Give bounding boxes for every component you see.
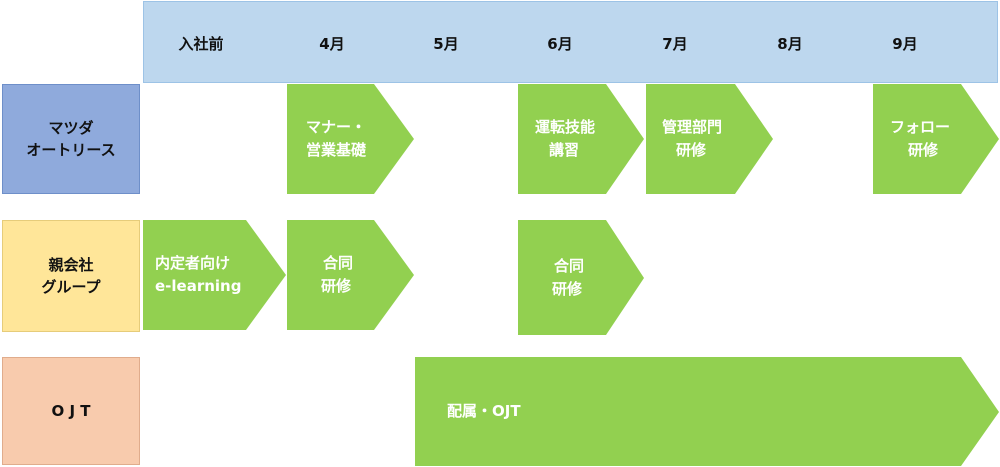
month-june: 6月 <box>547 35 573 53</box>
month-may: 5月 <box>433 35 459 53</box>
arrow-manner-shape <box>287 84 414 194</box>
row-label-mazda-autolease: マツダ オートリース <box>2 84 140 194</box>
row-label-ojt-text: O J T <box>51 402 91 420</box>
month-september: 9月 <box>892 35 918 53</box>
arrow-joint1-line1: 合同 <box>323 254 354 272</box>
arrow-driving-label: 運転技能 講習 <box>535 84 595 194</box>
arrow-management-shape <box>646 84 773 194</box>
arrow-follow-shape <box>873 84 999 194</box>
row-label-ojt: O J T <box>2 357 140 465</box>
arrow-follow-line1: フォロー <box>890 118 951 136</box>
arrow-elearning-line2: e-learning <box>155 277 242 295</box>
row-label-mazda-line2: オートリース <box>26 141 116 159</box>
arrow-joint1-shape <box>287 220 414 330</box>
row-label-parent-line1: 親会社 <box>48 256 94 274</box>
timeline-header <box>143 1 998 83</box>
arrow-elearning-line1: 内定者向け <box>155 254 231 272</box>
month-august: 8月 <box>777 35 803 53</box>
arrow-assignment-label: 配属・OJT <box>447 357 521 466</box>
row-label-mazda-line1: マツダ <box>48 119 94 137</box>
arrow-follow-line2: 研修 <box>908 141 939 159</box>
arrow-joint2-line2: 研修 <box>552 279 583 298</box>
arrow-assignment-shape <box>415 357 999 466</box>
arrow-assignment-line1: 配属・OJT <box>447 402 521 420</box>
arrow-driving-shape <box>518 84 644 194</box>
row-label-parent-line2: グループ <box>41 278 101 296</box>
arrow-manner-label: マナー・ 営業基礎 <box>306 84 366 194</box>
arrow-joint2-label: 合同 研修 <box>552 220 584 335</box>
month-pre-entry: 入社前 <box>178 35 224 53</box>
arrow-driving-line1: 運転技能 <box>535 118 596 136</box>
arrow-joint2-shape <box>518 220 644 335</box>
arrow-follow-label: フォロー 研修 <box>890 84 950 194</box>
arrow-joint1-label: 合同 研修 <box>321 220 353 330</box>
row-label-parent-group: 親会社 グループ <box>2 220 140 332</box>
month-july: 7月 <box>662 35 688 53</box>
month-april: 4月 <box>319 35 345 53</box>
arrow-management-line2: 研修 <box>676 141 707 159</box>
arrow-management-label: 管理部門 研修 <box>662 84 722 194</box>
arrow-driving-line2: 講習 <box>549 141 580 159</box>
arrow-manner-line2: 営業基礎 <box>306 141 367 159</box>
arrow-elearning-shape <box>143 220 286 330</box>
arrow-manner-line1: マナー・ <box>306 118 367 136</box>
arrow-joint2-line1: 合同 <box>554 256 585 275</box>
arrow-joint1-line2: 研修 <box>321 277 352 295</box>
arrow-management-line1: 管理部門 <box>662 118 723 136</box>
arrow-elearning-label: 内定者向け e-learning <box>155 220 241 330</box>
